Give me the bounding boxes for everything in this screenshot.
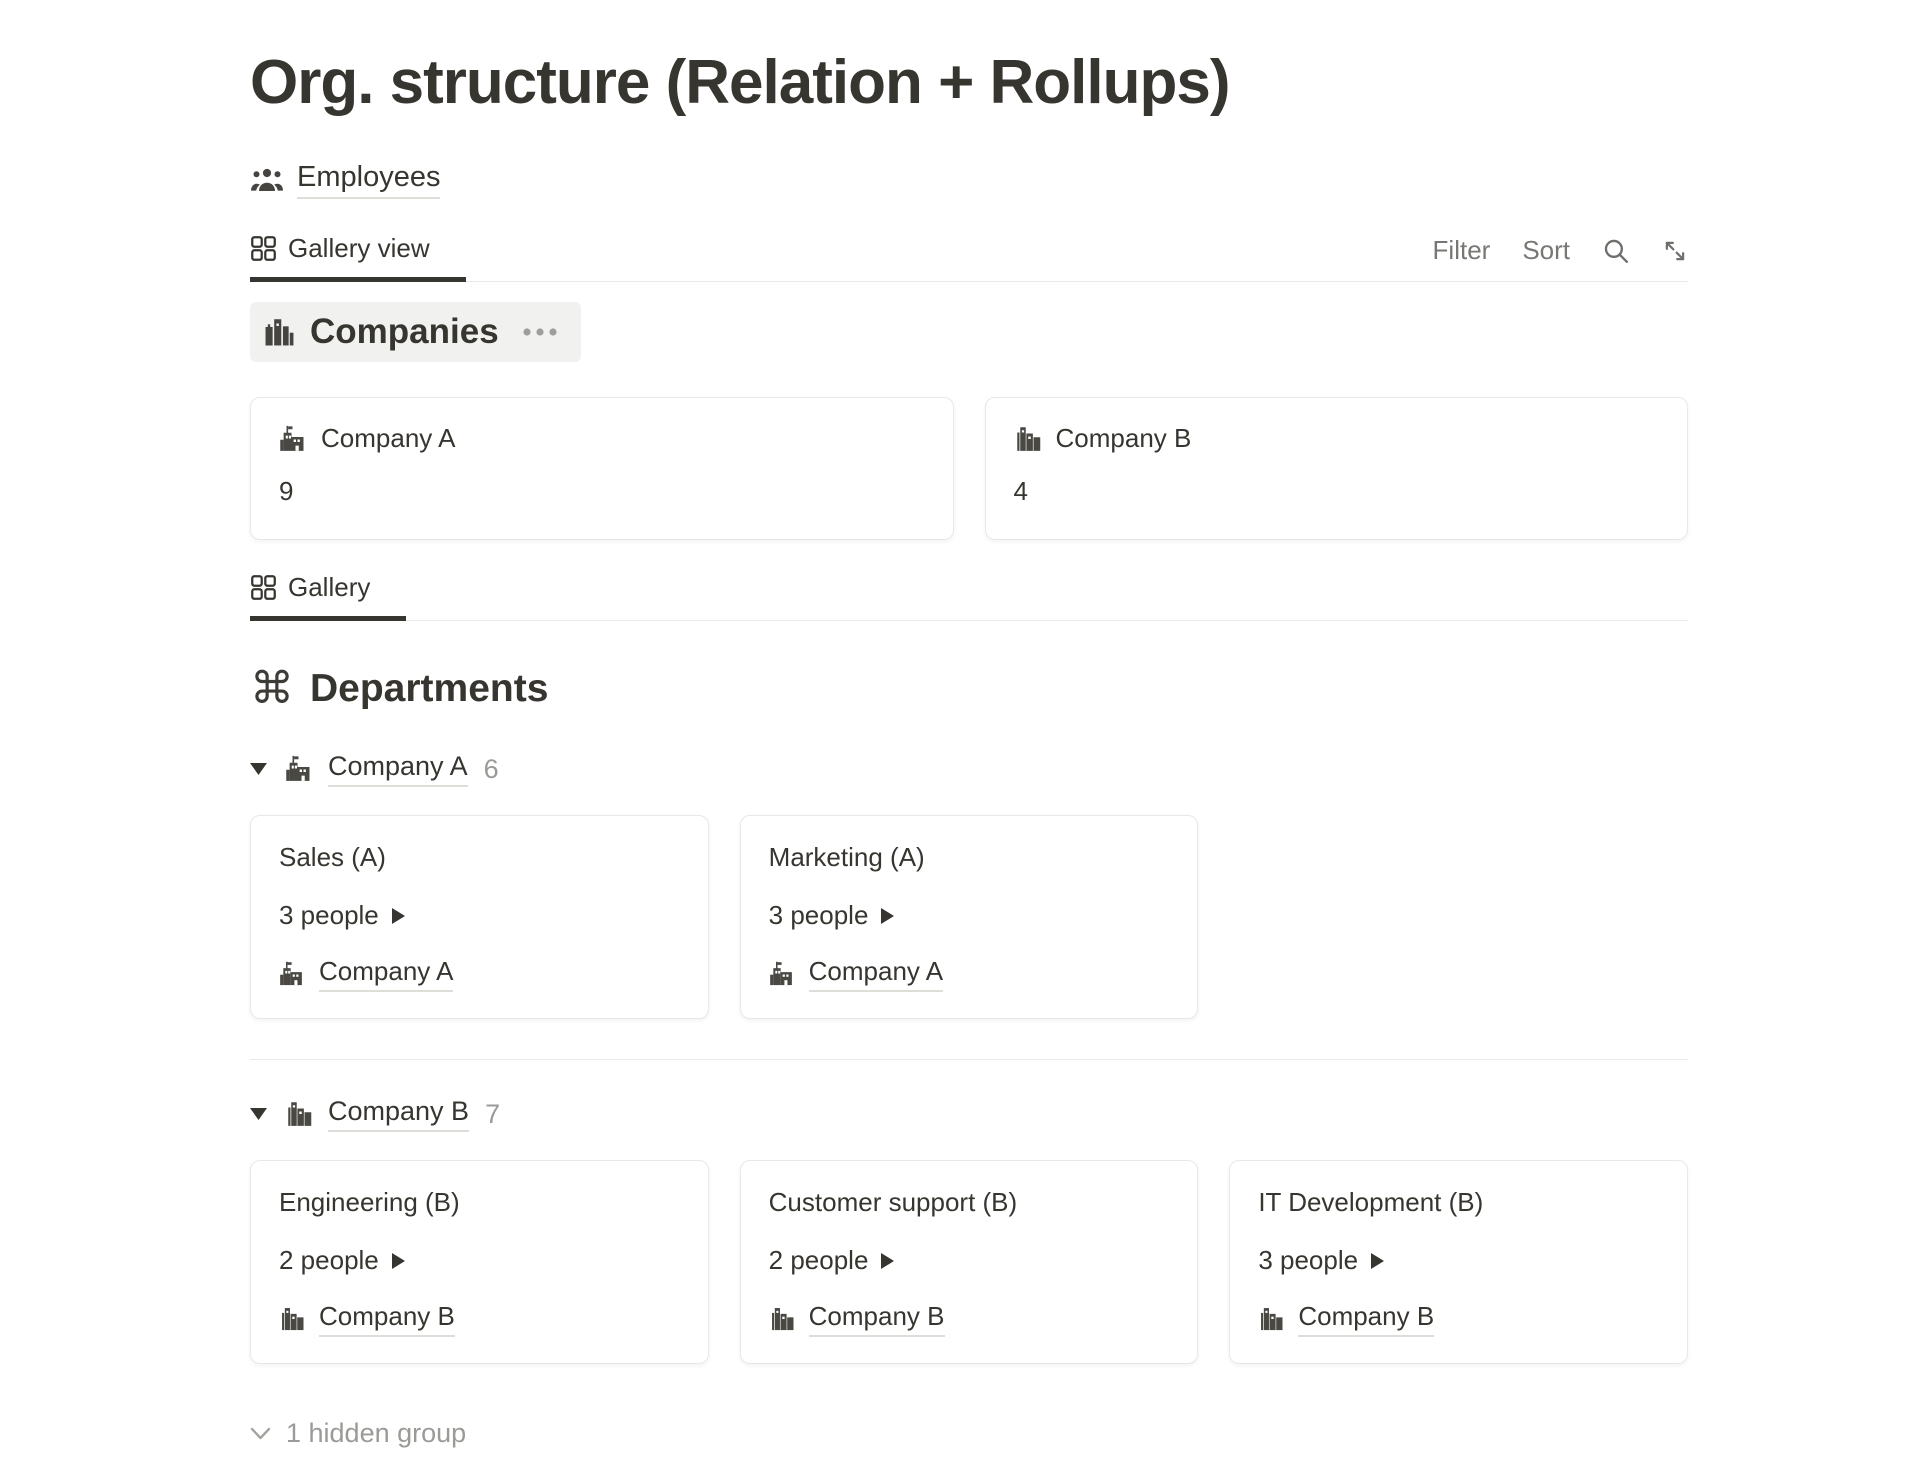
toolbar-actions: Filter Sort bbox=[1433, 235, 1688, 282]
toolbar-divider bbox=[250, 281, 1688, 283]
tab-gallery[interactable]: Gallery bbox=[250, 572, 407, 622]
group-divider bbox=[250, 1059, 1688, 1061]
tab-label: Gallery view bbox=[288, 233, 430, 264]
companies-heading-label: Companies bbox=[310, 312, 499, 352]
people-count: 3 people bbox=[1258, 1245, 1359, 1276]
people-icon bbox=[250, 168, 284, 193]
people-count: 2 people bbox=[279, 1245, 379, 1276]
hidden-groups-toggle[interactable]: 1 hidden group bbox=[250, 1418, 1688, 1449]
command-icon: ⌘ bbox=[250, 663, 294, 715]
department-card-customer-support[interactable]: Customer support (B) 2 people Company B bbox=[739, 1160, 1199, 1365]
search-icon[interactable] bbox=[1602, 237, 1630, 265]
people-count: 3 people bbox=[279, 900, 379, 931]
company-card-b[interactable]: Company B 4 bbox=[984, 397, 1688, 541]
companies-card-grid: Company A 9 Company B 4 bbox=[250, 397, 1688, 541]
expand-play-icon[interactable] bbox=[881, 1252, 895, 1269]
cityscape-icon bbox=[1258, 1305, 1286, 1333]
card-title: Engineering (B) bbox=[279, 1187, 460, 1218]
filter-button[interactable]: Filter bbox=[1432, 235, 1491, 266]
group-header-company-a: Company A 6 bbox=[250, 751, 1688, 788]
company-card-a[interactable]: Company A 9 bbox=[250, 397, 954, 541]
school-icon bbox=[279, 424, 309, 454]
sort-button[interactable]: Sort bbox=[1522, 235, 1570, 266]
department-card-engineering[interactable]: Engineering (B) 2 people Company B bbox=[250, 1160, 709, 1365]
group-name-link[interactable]: Company B bbox=[328, 1096, 470, 1133]
database-link-employees[interactable]: Employees bbox=[250, 161, 441, 200]
people-count: 3 people bbox=[768, 900, 869, 931]
company-relation-link[interactable]: Company A bbox=[808, 956, 944, 993]
company-relation-link[interactable]: Company B bbox=[319, 1301, 455, 1338]
expand-play-icon[interactable] bbox=[881, 907, 895, 924]
school-icon bbox=[279, 960, 307, 988]
gallery-icon bbox=[250, 574, 277, 601]
expand-play-icon[interactable] bbox=[1371, 1252, 1385, 1269]
group-count: 7 bbox=[485, 1098, 501, 1129]
group-count: 6 bbox=[483, 753, 499, 784]
company-relation-link[interactable]: Company B bbox=[808, 1301, 945, 1338]
card-title: Marketing (A) bbox=[768, 842, 925, 873]
company-relation-link[interactable]: Company A bbox=[319, 956, 454, 993]
departments-toolbar: Gallery bbox=[250, 572, 1688, 622]
expand-play-icon[interactable] bbox=[391, 907, 405, 924]
card-title: IT Development (B) bbox=[1258, 1187, 1484, 1218]
toolbar-divider bbox=[250, 620, 1688, 622]
cityscape-icon bbox=[1014, 424, 1044, 454]
department-card-sales[interactable]: Sales (A) 3 people bbox=[250, 815, 709, 1020]
expand-play-icon[interactable] bbox=[391, 1252, 405, 1269]
department-card-it-development[interactable]: IT Development (B) 3 people Company B bbox=[1229, 1160, 1688, 1365]
view-toolbar: Gallery view Filter Sort bbox=[250, 233, 1688, 283]
cityscape-icon bbox=[769, 1305, 797, 1333]
page-title: Org. structure (Relation + Rollups) bbox=[250, 48, 1231, 117]
departments-heading-label: Departments bbox=[310, 667, 549, 711]
department-card-marketing[interactable]: Marketing (A) 3 people bbox=[739, 815, 1199, 1020]
collapse-triangle-icon[interactable] bbox=[250, 1108, 267, 1121]
companies-heading[interactable]: Companies bbox=[250, 302, 581, 363]
more-options-icon[interactable] bbox=[521, 327, 561, 337]
card-title: Company A bbox=[321, 423, 456, 454]
card-title: Company B bbox=[1055, 423, 1192, 454]
card-title: Sales (A) bbox=[279, 842, 386, 873]
chevron-down-icon bbox=[250, 1427, 271, 1440]
cityscape-icon bbox=[279, 1305, 307, 1333]
school-icon bbox=[285, 754, 315, 784]
card-title: Customer support (B) bbox=[768, 1187, 1018, 1218]
tab-label: Gallery bbox=[288, 572, 371, 603]
database-link-label: Employees bbox=[297, 161, 441, 200]
group-b-card-grid: Engineering (B) 2 people Company B bbox=[250, 1160, 1688, 1365]
tab-gallery-view[interactable]: Gallery view bbox=[250, 233, 466, 283]
expand-icon[interactable] bbox=[1662, 238, 1688, 264]
factory-icon bbox=[262, 315, 296, 349]
collapse-triangle-icon[interactable] bbox=[250, 763, 267, 776]
school-icon bbox=[769, 960, 797, 988]
hidden-groups-label: 1 hidden group bbox=[286, 1418, 467, 1449]
group-header-company-b: Company B 7 bbox=[250, 1096, 1688, 1133]
departments-heading: ⌘ Departments bbox=[250, 667, 1688, 711]
people-count: 2 people bbox=[768, 1245, 869, 1276]
group-a-card-grid: Sales (A) 3 people bbox=[250, 815, 1688, 1020]
group-name-link[interactable]: Company A bbox=[328, 751, 468, 788]
gallery-icon bbox=[250, 235, 277, 262]
rollup-value: 9 bbox=[279, 476, 294, 507]
cityscape-icon bbox=[285, 1099, 315, 1129]
rollup-value: 4 bbox=[1013, 476, 1028, 507]
company-relation-link[interactable]: Company B bbox=[1298, 1301, 1435, 1338]
